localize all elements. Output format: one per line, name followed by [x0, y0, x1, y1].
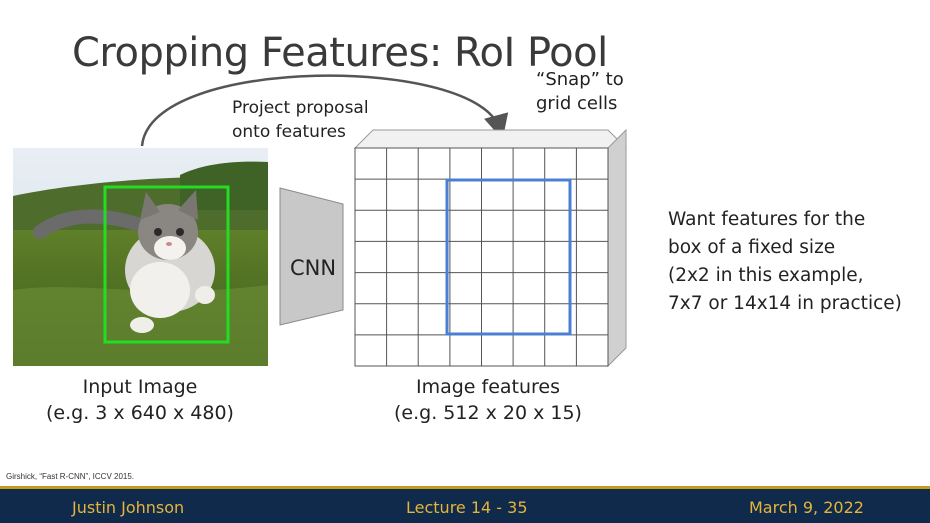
snap-note-line-2: grid cells [536, 93, 618, 114]
input-image [13, 148, 268, 366]
snap-note-line-1: “Snap” to [536, 69, 624, 90]
cnn-label: CNN [290, 256, 337, 280]
region-proposal-box [103, 185, 230, 344]
footer-bar: Justin Johnson Lecture 14 - 35 March 9, … [0, 486, 930, 523]
features-caption-line-2: (e.g. 512 x 20 x 15) [394, 402, 582, 424]
want-features-text: Want features for the box of a fixed siz… [668, 206, 902, 318]
project-note-line-1: Project proposal [232, 98, 369, 118]
want-line-4: 7x7 or 14x14 in practice) [668, 293, 902, 314]
feature-map-side [607, 128, 627, 368]
project-note: Project proposal onto features [232, 96, 369, 144]
projection-arrow [140, 74, 509, 147]
want-line-2: box of a fixed size [668, 237, 836, 258]
footer-date: March 9, 2022 [749, 498, 864, 517]
footer-lecture: Lecture 14 - 35 [406, 498, 528, 517]
input-caption-line-1: Input Image [82, 376, 198, 398]
feature-map [353, 128, 628, 368]
input-image-caption: Input Image (e.g. 3 x 640 x 480) [40, 374, 240, 426]
want-line-3: (2x2 in this example, [668, 265, 864, 286]
want-line-1: Want features for the [668, 209, 866, 230]
slide-title: Cropping Features: RoI Pool [72, 30, 608, 76]
footer-author: Justin Johnson [72, 498, 185, 517]
cnn-block [279, 187, 344, 326]
input-caption-line-2: (e.g. 3 x 640 x 480) [46, 402, 234, 424]
citation: Girshick, “Fast R-CNN”, ICCV 2015. [6, 472, 135, 481]
project-note-line-2: onto features [232, 122, 346, 142]
snap-note: “Snap” to grid cells [536, 68, 624, 116]
feature-map-top [353, 129, 628, 149]
kitten-tail [33, 209, 147, 239]
image-features-caption: Image features (e.g. 512 x 20 x 15) [378, 374, 598, 426]
features-caption-line-1: Image features [415, 376, 561, 398]
snapped-roi-box [445, 178, 572, 336]
